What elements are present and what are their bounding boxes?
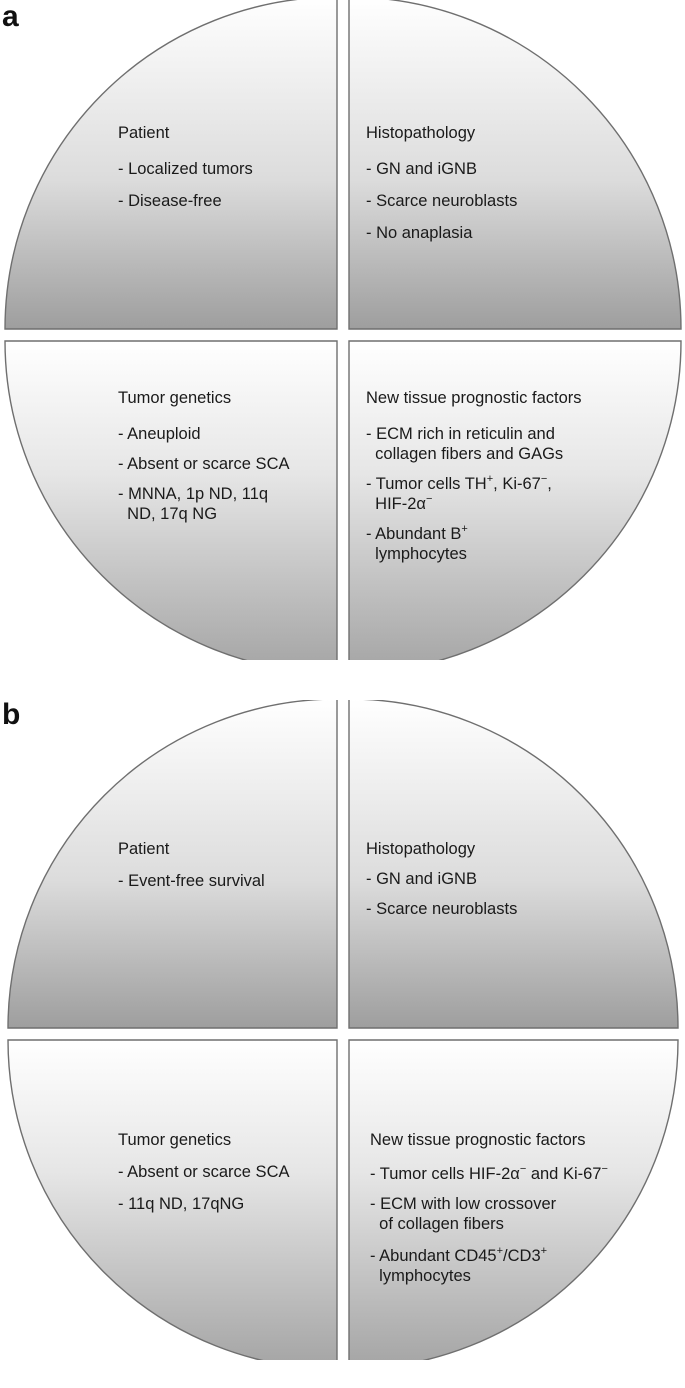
quadrant-top-right (348, 0, 682, 330)
top-right-line: - GN and iGNB (366, 870, 477, 888)
quadrant-bottom-right (348, 1039, 679, 1360)
bottom-left-line: - Absent or scarce SCA (118, 455, 290, 473)
bottom-left-heading: Tumor genetics (118, 1131, 231, 1149)
bottom-right-line: lymphocytes (370, 1267, 471, 1285)
top-right-line: - Scarce neuroblasts (366, 192, 517, 210)
bottom-right-line: - ECM rich in reticulin and (366, 425, 555, 443)
quadrant-bottom-left (7, 1039, 338, 1360)
bottom-right-line: - Abundant CD45+/CD3+ (370, 1245, 547, 1265)
bottom-right-line: - Abundant B+ (366, 523, 468, 543)
top-left-heading: Patient (118, 840, 170, 858)
top-right-line: - No anaplasia (366, 224, 473, 242)
top-right-line: - GN and iGNB (366, 160, 477, 178)
quadrant-bottom-right (348, 340, 682, 660)
top-left-line: - Localized tumors (118, 160, 253, 178)
bottom-right-line: HIF-2α− (366, 493, 432, 513)
bottom-right-heading: New tissue prognostic factors (366, 389, 582, 407)
bottom-right-line: - Tumor cells HIF-2α− and Ki-67− (370, 1163, 608, 1183)
bottom-right-line: lymphocytes (366, 545, 467, 563)
quadrant-top-left (4, 0, 338, 330)
bottom-left-heading: Tumor genetics (118, 389, 231, 407)
diagram-panel-a: Patient- Localized tumors- Disease-freeH… (4, 0, 682, 660)
top-left-line: - Disease-free (118, 192, 222, 210)
bottom-right-line: - Tumor cells TH+, Ki-67−, (366, 473, 552, 493)
top-left-line: - Event-free survival (118, 872, 265, 890)
quadrant-top-left (7, 700, 338, 1029)
bottom-left-line: - MNNA, 1p ND, 11q (118, 485, 268, 503)
diagram-panel-b: Patient - Event-free survival Histopatholo… (7, 700, 679, 1360)
bottom-left-line: ND, 17q NG (118, 505, 217, 523)
bottom-right-line: of collagen fibers (370, 1215, 504, 1233)
top-right-line: - Scarce neuroblasts (366, 900, 517, 918)
bottom-right-heading: New tissue prognostic factors (370, 1131, 586, 1149)
top-right-heading: Histopathology (366, 124, 476, 142)
top-left-heading: Patient (118, 124, 170, 142)
panel-letter-b: b (2, 698, 21, 731)
bottom-left-line: - Absent or scarce SCA (118, 1163, 290, 1181)
bottom-left-line: - Aneuploid (118, 425, 201, 443)
panel-letter-a: a (2, 0, 19, 33)
top-right-heading: Histopathology (366, 840, 476, 858)
quadrant-bottom-left (4, 340, 338, 660)
bottom-right-line: collagen fibers and GAGs (366, 445, 563, 463)
bottom-right-line: - ECM with low crossover (370, 1195, 557, 1213)
bottom-left-line: - 11q ND, 17qNG (118, 1195, 244, 1213)
quadrant-top-right (348, 700, 679, 1029)
